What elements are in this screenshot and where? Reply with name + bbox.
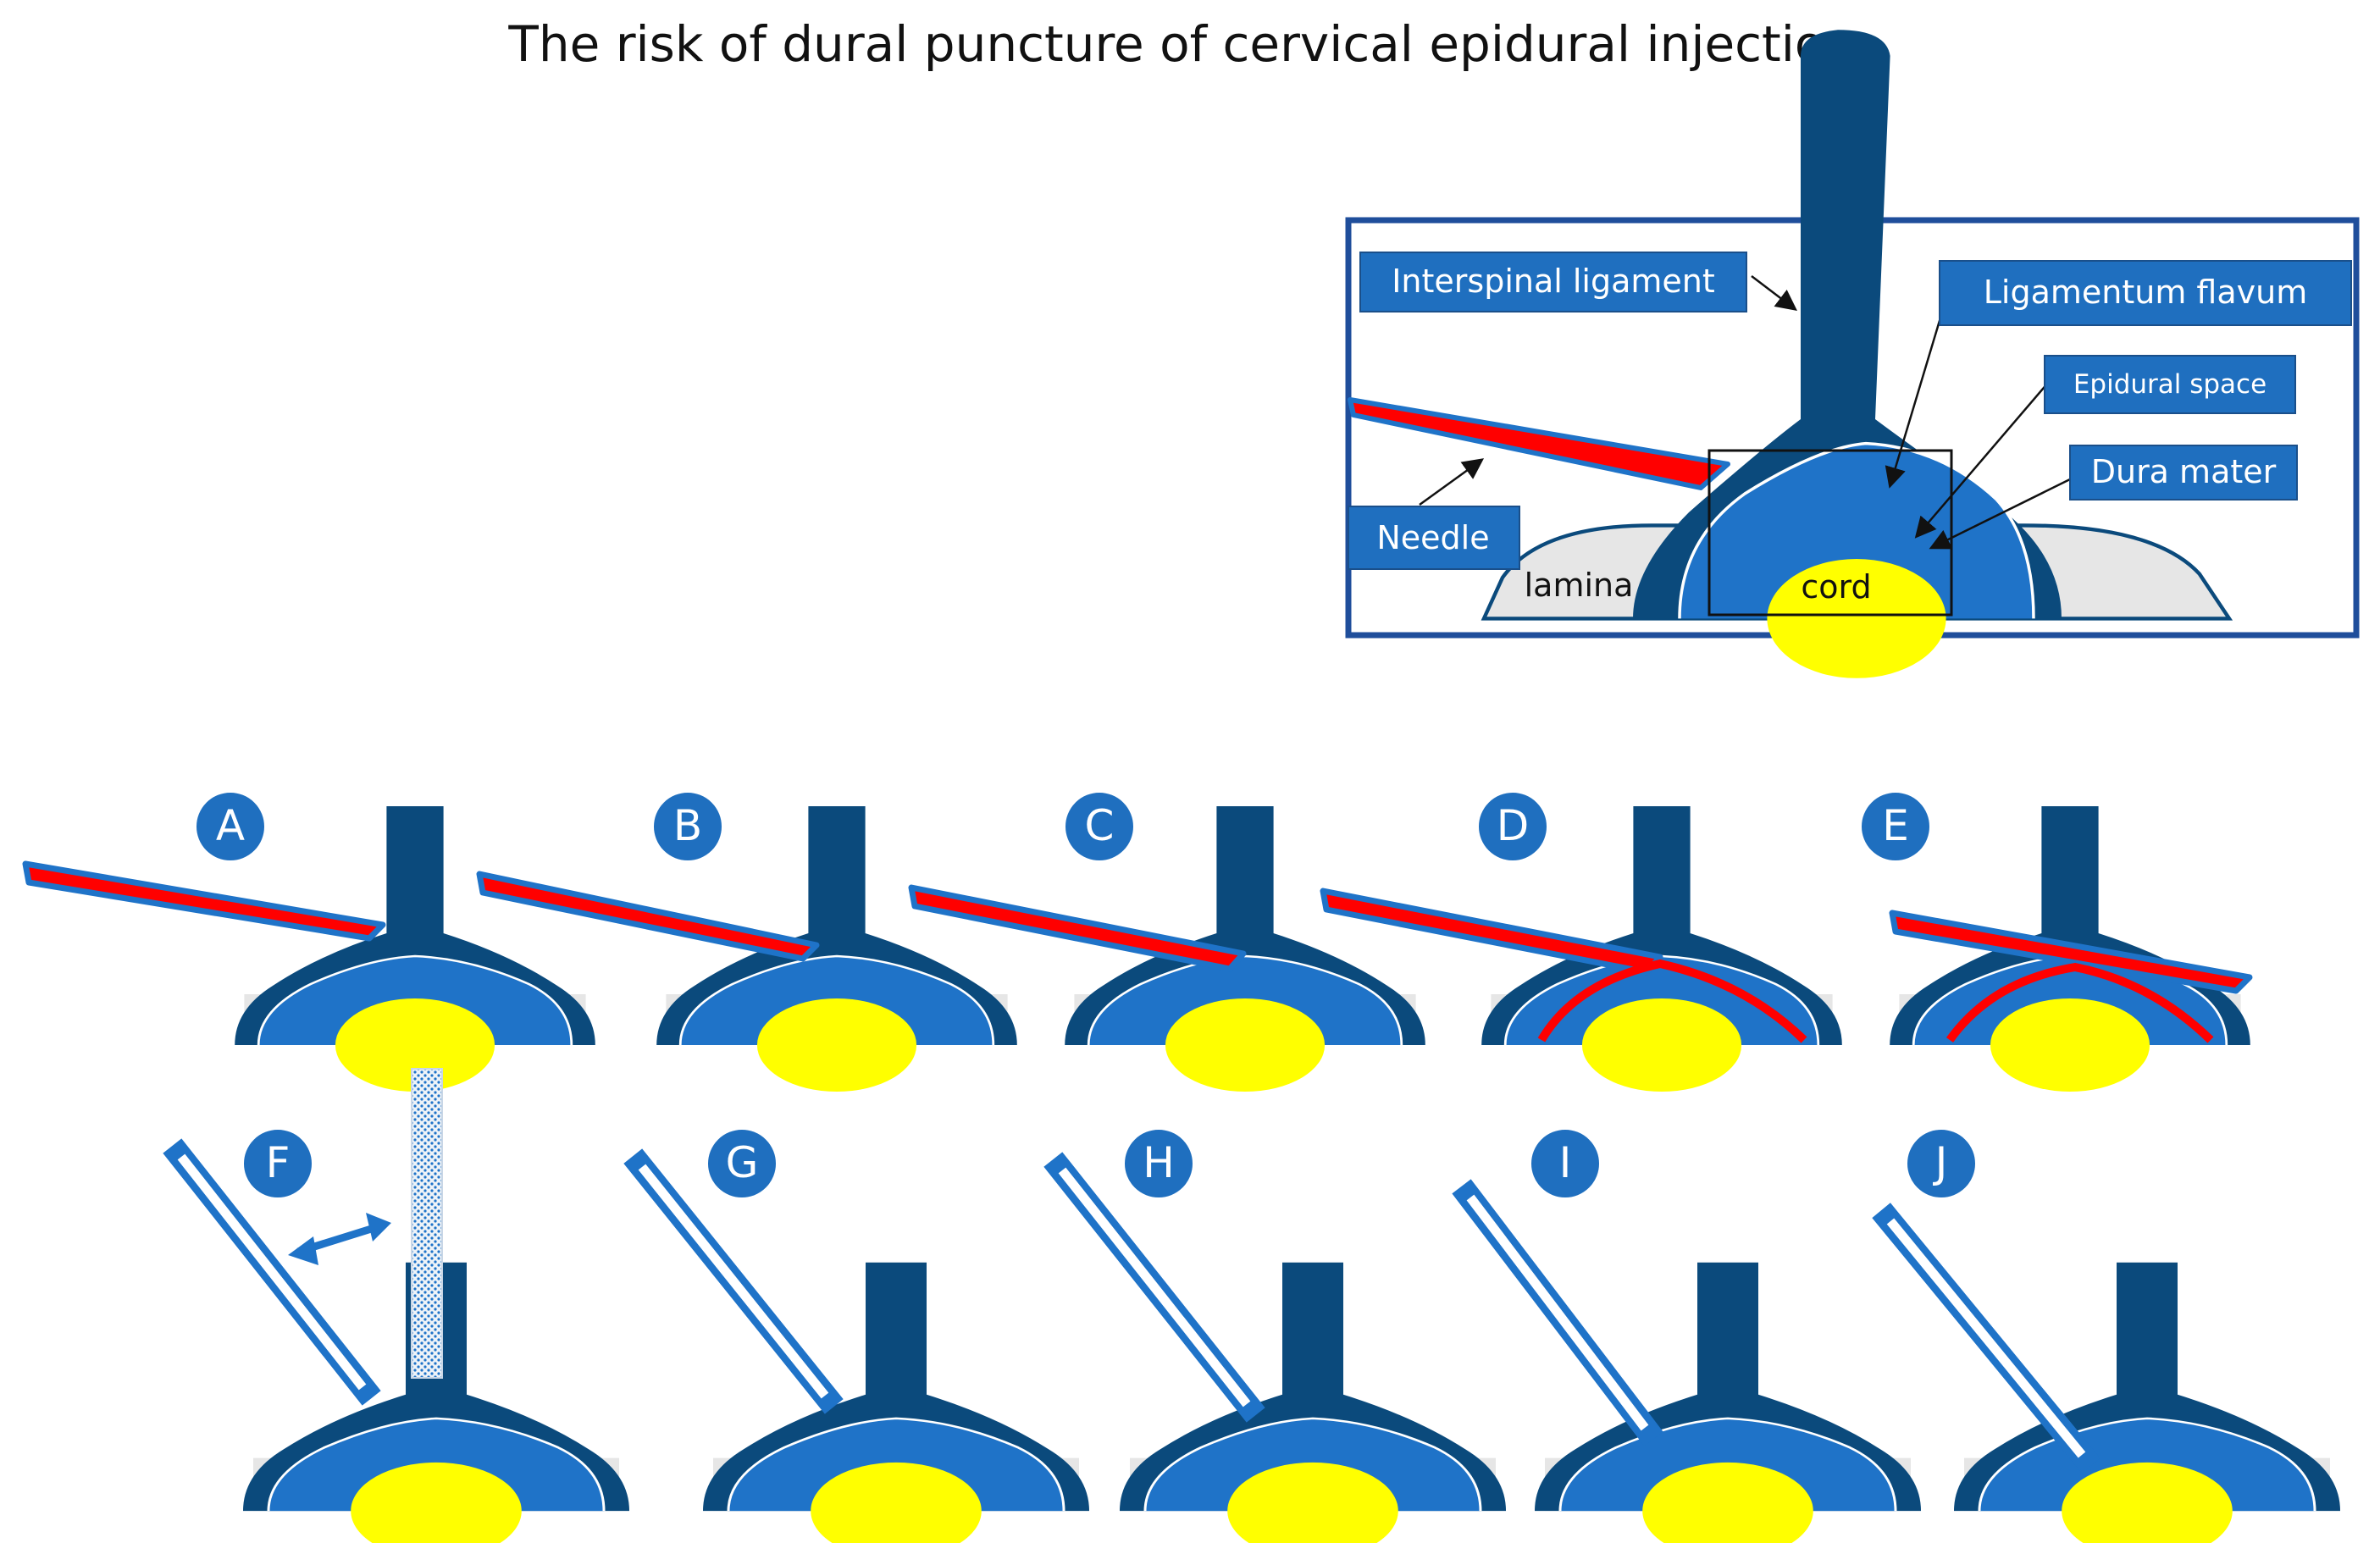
dura-line xyxy=(257,954,573,1046)
label-dura-mater: Dura mater xyxy=(2091,453,2277,490)
dura-line xyxy=(727,1417,1065,1512)
panel-letter: I xyxy=(1559,1138,1572,1187)
arrow-dura-mater xyxy=(1929,476,2074,550)
panel-d-anatomy xyxy=(1481,806,1842,1092)
label-box-dura-mater xyxy=(2069,445,2298,501)
double-arrow-head xyxy=(366,1213,391,1242)
needle-lumen xyxy=(1886,1218,2086,1458)
needle xyxy=(476,871,820,962)
badge-circle xyxy=(193,789,268,864)
dura-line xyxy=(1558,1417,1897,1512)
panel-i-anatomy xyxy=(1535,1262,1921,1543)
label-interspinal-ligament: Interspinal ligament xyxy=(1392,263,1715,300)
cord xyxy=(351,1462,522,1543)
panel-letter: J xyxy=(1933,1138,1948,1187)
label-box-epidural-space xyxy=(2044,355,2296,414)
cord xyxy=(335,998,495,1092)
badge-circle xyxy=(1528,1126,1602,1201)
dura-sac xyxy=(1680,443,2034,619)
badge-circle xyxy=(705,1126,779,1201)
figure-title: The risk of dural puncture of cervical e… xyxy=(508,15,1872,73)
badge-circle xyxy=(650,789,725,864)
ligamentum-flavum xyxy=(1633,30,2062,619)
arrow-interspinal-ligament xyxy=(1751,275,1797,312)
inset-needle xyxy=(1348,397,1730,490)
label-box-ligamentum-flavum xyxy=(1939,260,2352,326)
panel-badge-e: E xyxy=(1858,789,1933,864)
panel-badge-i: I xyxy=(1528,1126,1602,1201)
panel-f-anatomy xyxy=(243,1262,629,1543)
dura-line xyxy=(678,954,995,1046)
panel-g-anatomy xyxy=(703,1262,1089,1543)
panel-badge-b: B xyxy=(650,789,725,864)
badge-circle xyxy=(1858,789,1933,864)
arrow-needle xyxy=(1419,458,1485,506)
cord xyxy=(1165,998,1326,1092)
arrow-epidural-space xyxy=(1914,382,2049,539)
sequence-panels: A B C D E F G H I J xyxy=(22,789,2340,1543)
panel-e-anatomy xyxy=(1890,806,2250,1092)
needle-lumen xyxy=(1058,1167,1251,1408)
panel-badge-f: F xyxy=(241,1126,315,1201)
panel-letter: B xyxy=(673,801,702,850)
label-lamina: lamina xyxy=(1525,567,1634,604)
panel-h-anatomy xyxy=(1120,1262,1506,1543)
needle xyxy=(1889,910,2253,994)
label-ligamentum-flavum: Ligamentum flavum xyxy=(1984,274,2308,311)
needle xyxy=(22,860,386,942)
badge-circle xyxy=(1062,789,1137,864)
cord xyxy=(1990,998,2150,1092)
needle-lumen xyxy=(638,1164,829,1399)
panel-b-anatomy xyxy=(656,806,1017,1092)
needle xyxy=(908,884,1247,972)
panel-letter: E xyxy=(1882,801,1909,850)
panel-j-anatomy xyxy=(1954,1262,2340,1543)
badge-circle xyxy=(1904,1126,1979,1201)
anatomy-inset: Interspinal ligament Ligamentum flavum E… xyxy=(1345,30,2360,678)
label-box-needle xyxy=(1348,506,1520,570)
cord xyxy=(811,1462,982,1543)
cord xyxy=(756,998,917,1092)
needle-lumen xyxy=(177,1153,367,1391)
panel-letter: H xyxy=(1143,1138,1175,1187)
dura-line xyxy=(1978,1417,2316,1512)
label-needle: Needle xyxy=(1376,519,1489,556)
panel-letter: G xyxy=(726,1138,759,1187)
dura-line xyxy=(267,1417,606,1512)
panel-letter: C xyxy=(1085,801,1115,850)
needle-lumen xyxy=(1466,1194,1649,1431)
needle xyxy=(1320,888,1663,976)
panel-letter: F xyxy=(266,1138,291,1187)
arrow-ligamentum-flavum xyxy=(1885,314,1943,489)
cord xyxy=(1767,559,1946,678)
dura-line xyxy=(1143,1417,1482,1512)
panel-badge-j: J xyxy=(1904,1126,1979,1201)
cord xyxy=(1227,1462,1398,1543)
badge-circle xyxy=(1121,1126,1196,1201)
panel-badge-h: H xyxy=(1121,1126,1196,1201)
tented-dura xyxy=(1946,962,2214,1043)
panel-badge-g: G xyxy=(705,1126,779,1201)
label-epidural-space: Epidural space xyxy=(2073,369,2267,400)
panel-letter: D xyxy=(1497,801,1530,850)
panel-letter: A xyxy=(216,801,245,850)
catheter xyxy=(411,1068,443,1379)
cord xyxy=(1581,998,1742,1092)
panel-badge-a: A xyxy=(193,789,268,864)
panel-c-anatomy xyxy=(1065,806,1425,1092)
cord xyxy=(2062,1462,2233,1543)
panel-badge-c: C xyxy=(1062,789,1137,864)
label-cord: cord xyxy=(1801,568,1871,606)
panel-a-anatomy xyxy=(235,806,595,1092)
panel-badge-d: D xyxy=(1475,789,1550,864)
double-arrow-head xyxy=(288,1236,318,1265)
cord xyxy=(1642,1462,1813,1543)
label-box-interspinal-ligament xyxy=(1359,252,1747,312)
badge-circle xyxy=(241,1126,315,1201)
badge-circle xyxy=(1475,789,1550,864)
tented-dura xyxy=(1537,959,1807,1043)
